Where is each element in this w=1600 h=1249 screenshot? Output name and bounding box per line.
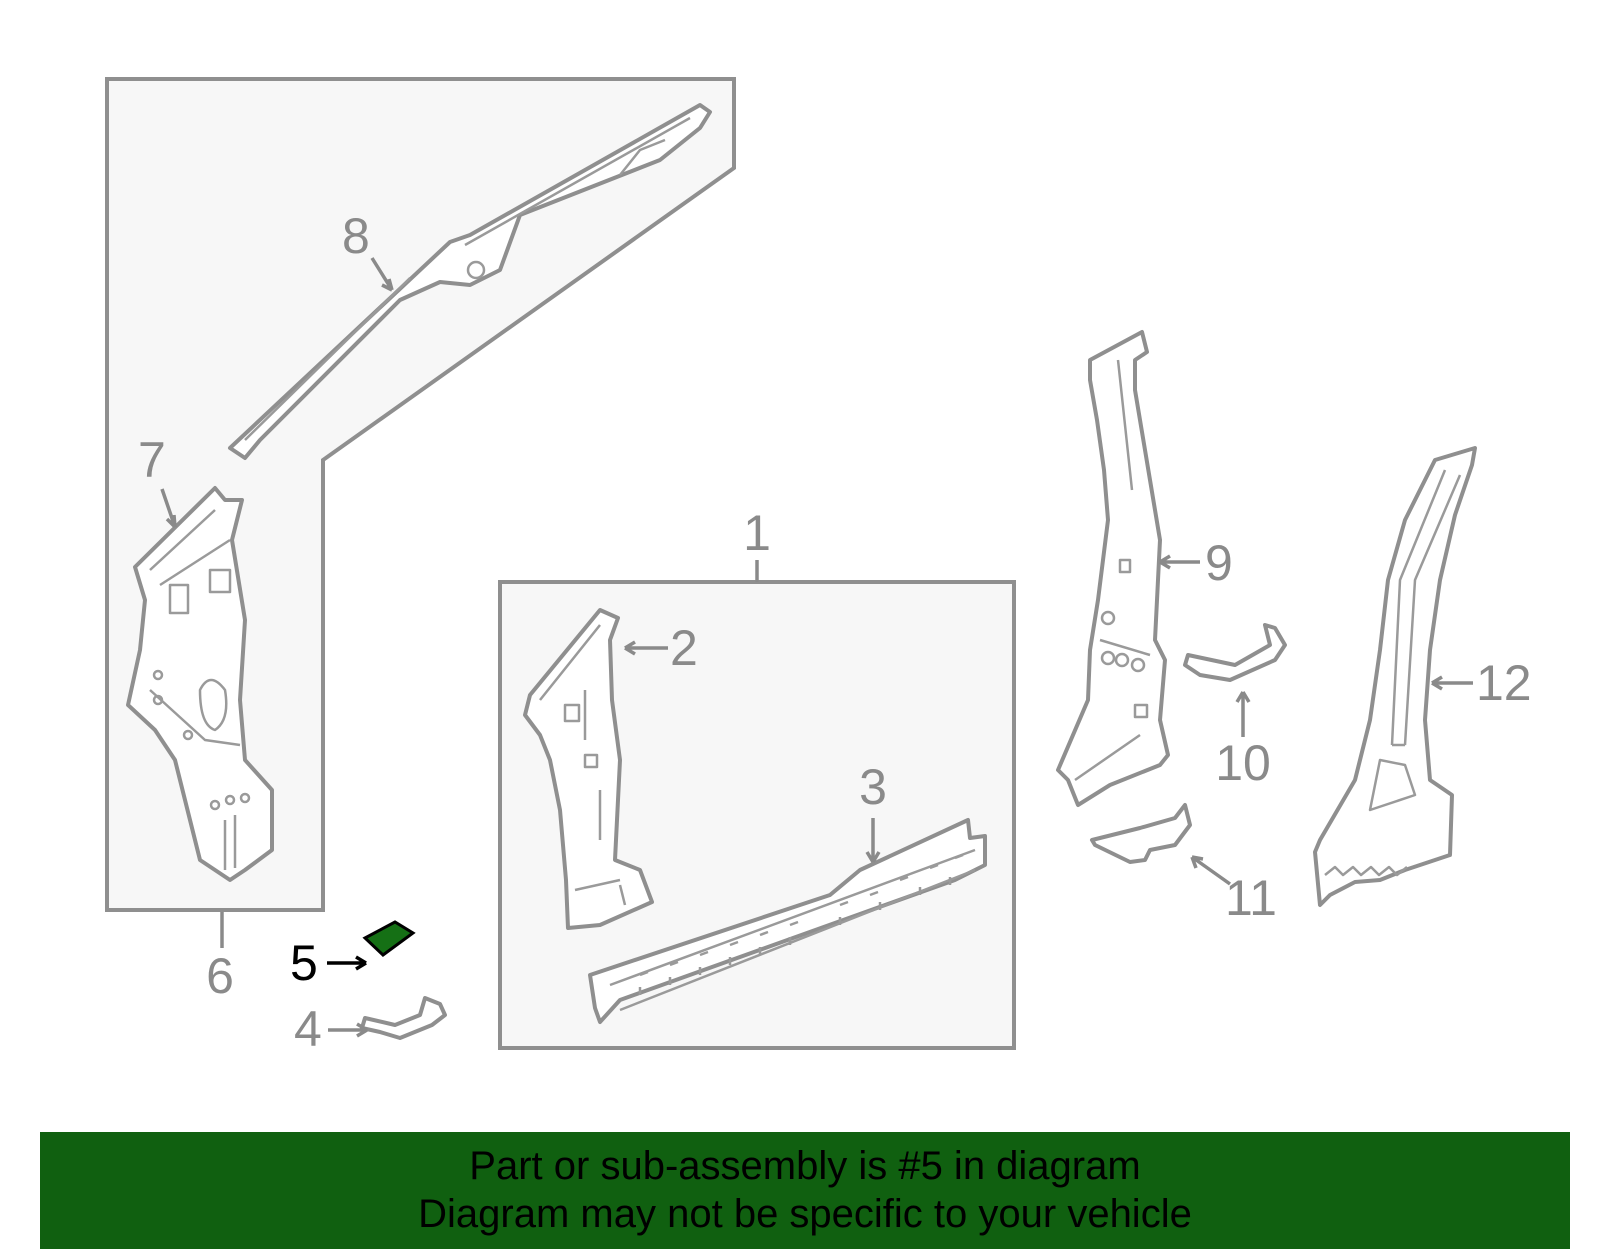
callout-12: 12: [1476, 655, 1532, 711]
part-11[interactable]: [1090, 803, 1192, 864]
leader-2: [624, 640, 668, 656]
part-10[interactable]: [1183, 623, 1287, 682]
callout-11: 11: [1225, 870, 1277, 926]
part-5[interactable]: [362, 920, 416, 957]
part-2[interactable]: [523, 608, 654, 930]
leader-11: [1190, 855, 1232, 886]
leader-5: [327, 955, 367, 971]
leader-12: [1431, 675, 1473, 691]
leader-8: [370, 257, 394, 292]
callout-8: 8: [342, 208, 370, 264]
callout-1: 1: [743, 505, 771, 561]
banner-line-1: Part or sub-assembly is #5 in diagram: [469, 1144, 1141, 1188]
part-12[interactable]: [1313, 446, 1477, 907]
callout-2: 2: [670, 620, 698, 676]
callout-5: 5: [290, 935, 318, 991]
part-4[interactable]: [360, 996, 447, 1040]
part-9[interactable]: [1056, 330, 1170, 807]
leader-9: [1159, 554, 1200, 570]
group-box-6: [105, 77, 736, 912]
callout-10: 10: [1215, 735, 1271, 791]
callout-6: 6: [206, 948, 234, 1004]
leader-10: [1235, 691, 1251, 737]
info-banner: Part or sub-assembly is #5 in diagram Di…: [40, 1132, 1570, 1249]
part-3[interactable]: [588, 818, 987, 1024]
part-5-shape[interactable]: [362, 920, 416, 957]
callout-9: 9: [1205, 535, 1233, 591]
part-8[interactable]: [228, 103, 712, 460]
banner-line-2: Diagram may not be specific to your vehi…: [418, 1192, 1192, 1236]
leader-4: [328, 1022, 368, 1038]
callout-4: 4: [294, 1001, 322, 1057]
callout-3: 3: [859, 759, 887, 815]
leader-7: [160, 488, 177, 529]
leader-3: [865, 818, 881, 863]
callout-7: 7: [138, 432, 166, 488]
part-7[interactable]: [126, 486, 274, 882]
